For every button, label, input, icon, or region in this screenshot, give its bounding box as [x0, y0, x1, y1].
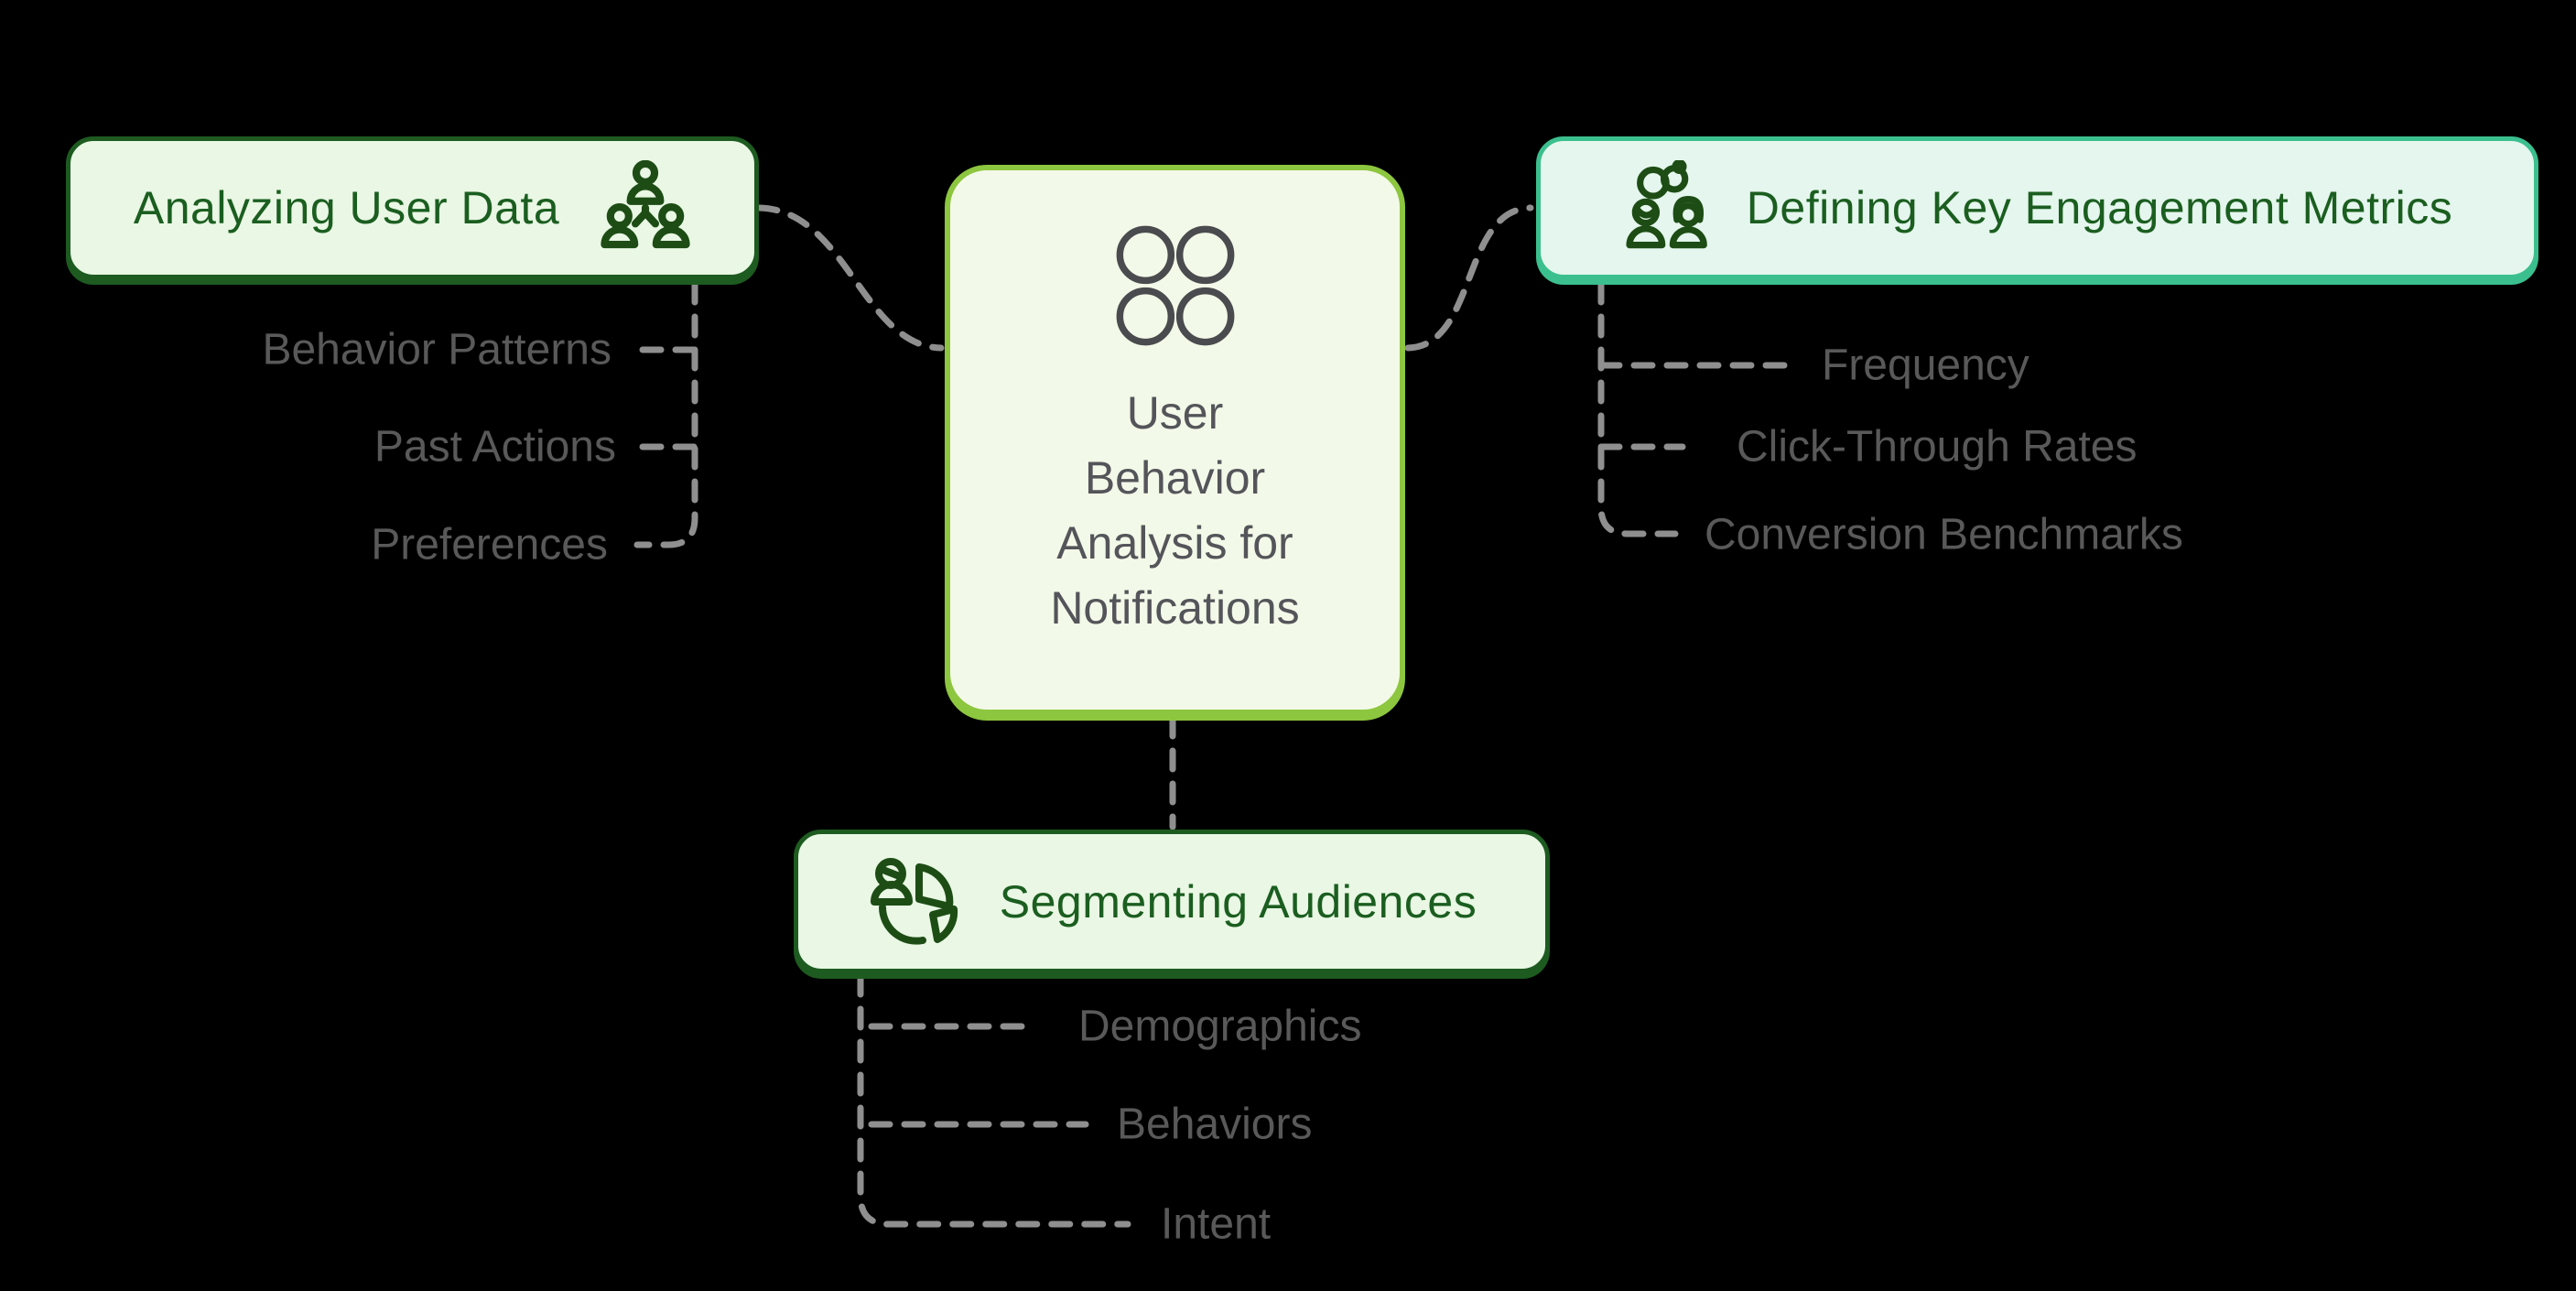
- connector-analyzing-to-center: [755, 204, 945, 352]
- sub-item-behaviors[interactable]: Behaviors: [1117, 1100, 1313, 1149]
- center-title-line-4: Notifications: [1050, 582, 1300, 634]
- sub-item-conversion-benchmarks[interactable]: Conversion Benchmarks: [1705, 510, 2183, 559]
- center-title-line-2: Behavior: [1084, 452, 1266, 504]
- sub-item-past-actions[interactable]: Past Actions: [373, 422, 616, 472]
- center-title-line-1: User: [1126, 387, 1224, 439]
- audience-pie-icon: [870, 858, 958, 945]
- user-hierarchy-icon: [601, 159, 690, 248]
- segmenting-children-trunk: [857, 972, 1131, 1228]
- analyzing-node-label: Analyzing User Data: [133, 182, 560, 233]
- four-circles-icon: [1116, 225, 1234, 346]
- sub-item-behavior-patterns[interactable]: Behavior Patterns: [262, 325, 612, 374]
- connector-center-to-metrics: [1404, 204, 1534, 352]
- node-analyzing-user-data[interactable]: Analyzing User Data: [66, 136, 759, 279]
- sub-item-demographics[interactable]: Demographics: [1078, 1002, 1362, 1051]
- sub-item-preferences[interactable]: Preferences: [371, 520, 608, 570]
- segmenting-node-label: Segmenting Audiences: [999, 875, 1477, 928]
- center-node-title: User Behavior Analysis for Notifications: [1050, 381, 1299, 641]
- node-segmenting-audiences[interactable]: Segmenting Audiences: [794, 830, 1550, 973]
- engagement-couple-rings-icon: [1626, 160, 1707, 249]
- sub-item-click-through-rates[interactable]: Click-Through Rates: [1737, 422, 2138, 472]
- sub-item-frequency[interactable]: Frequency: [1822, 341, 2029, 390]
- metrics-node-label: Defining Key Engagement Metrics: [1746, 182, 2453, 233]
- analyzing-children-trunk: [633, 280, 698, 548]
- sub-item-intent[interactable]: Intent: [1161, 1199, 1272, 1249]
- metrics-children-trunk: [1597, 280, 1679, 537]
- center-title-line-3: Analysis for: [1056, 517, 1293, 569]
- node-defining-key-engagement-metrics[interactable]: Defining Key Engagement Metrics: [1536, 136, 2538, 279]
- node-user-behavior-analysis[interactable]: User Behavior Analysis for Notifications: [945, 165, 1405, 715]
